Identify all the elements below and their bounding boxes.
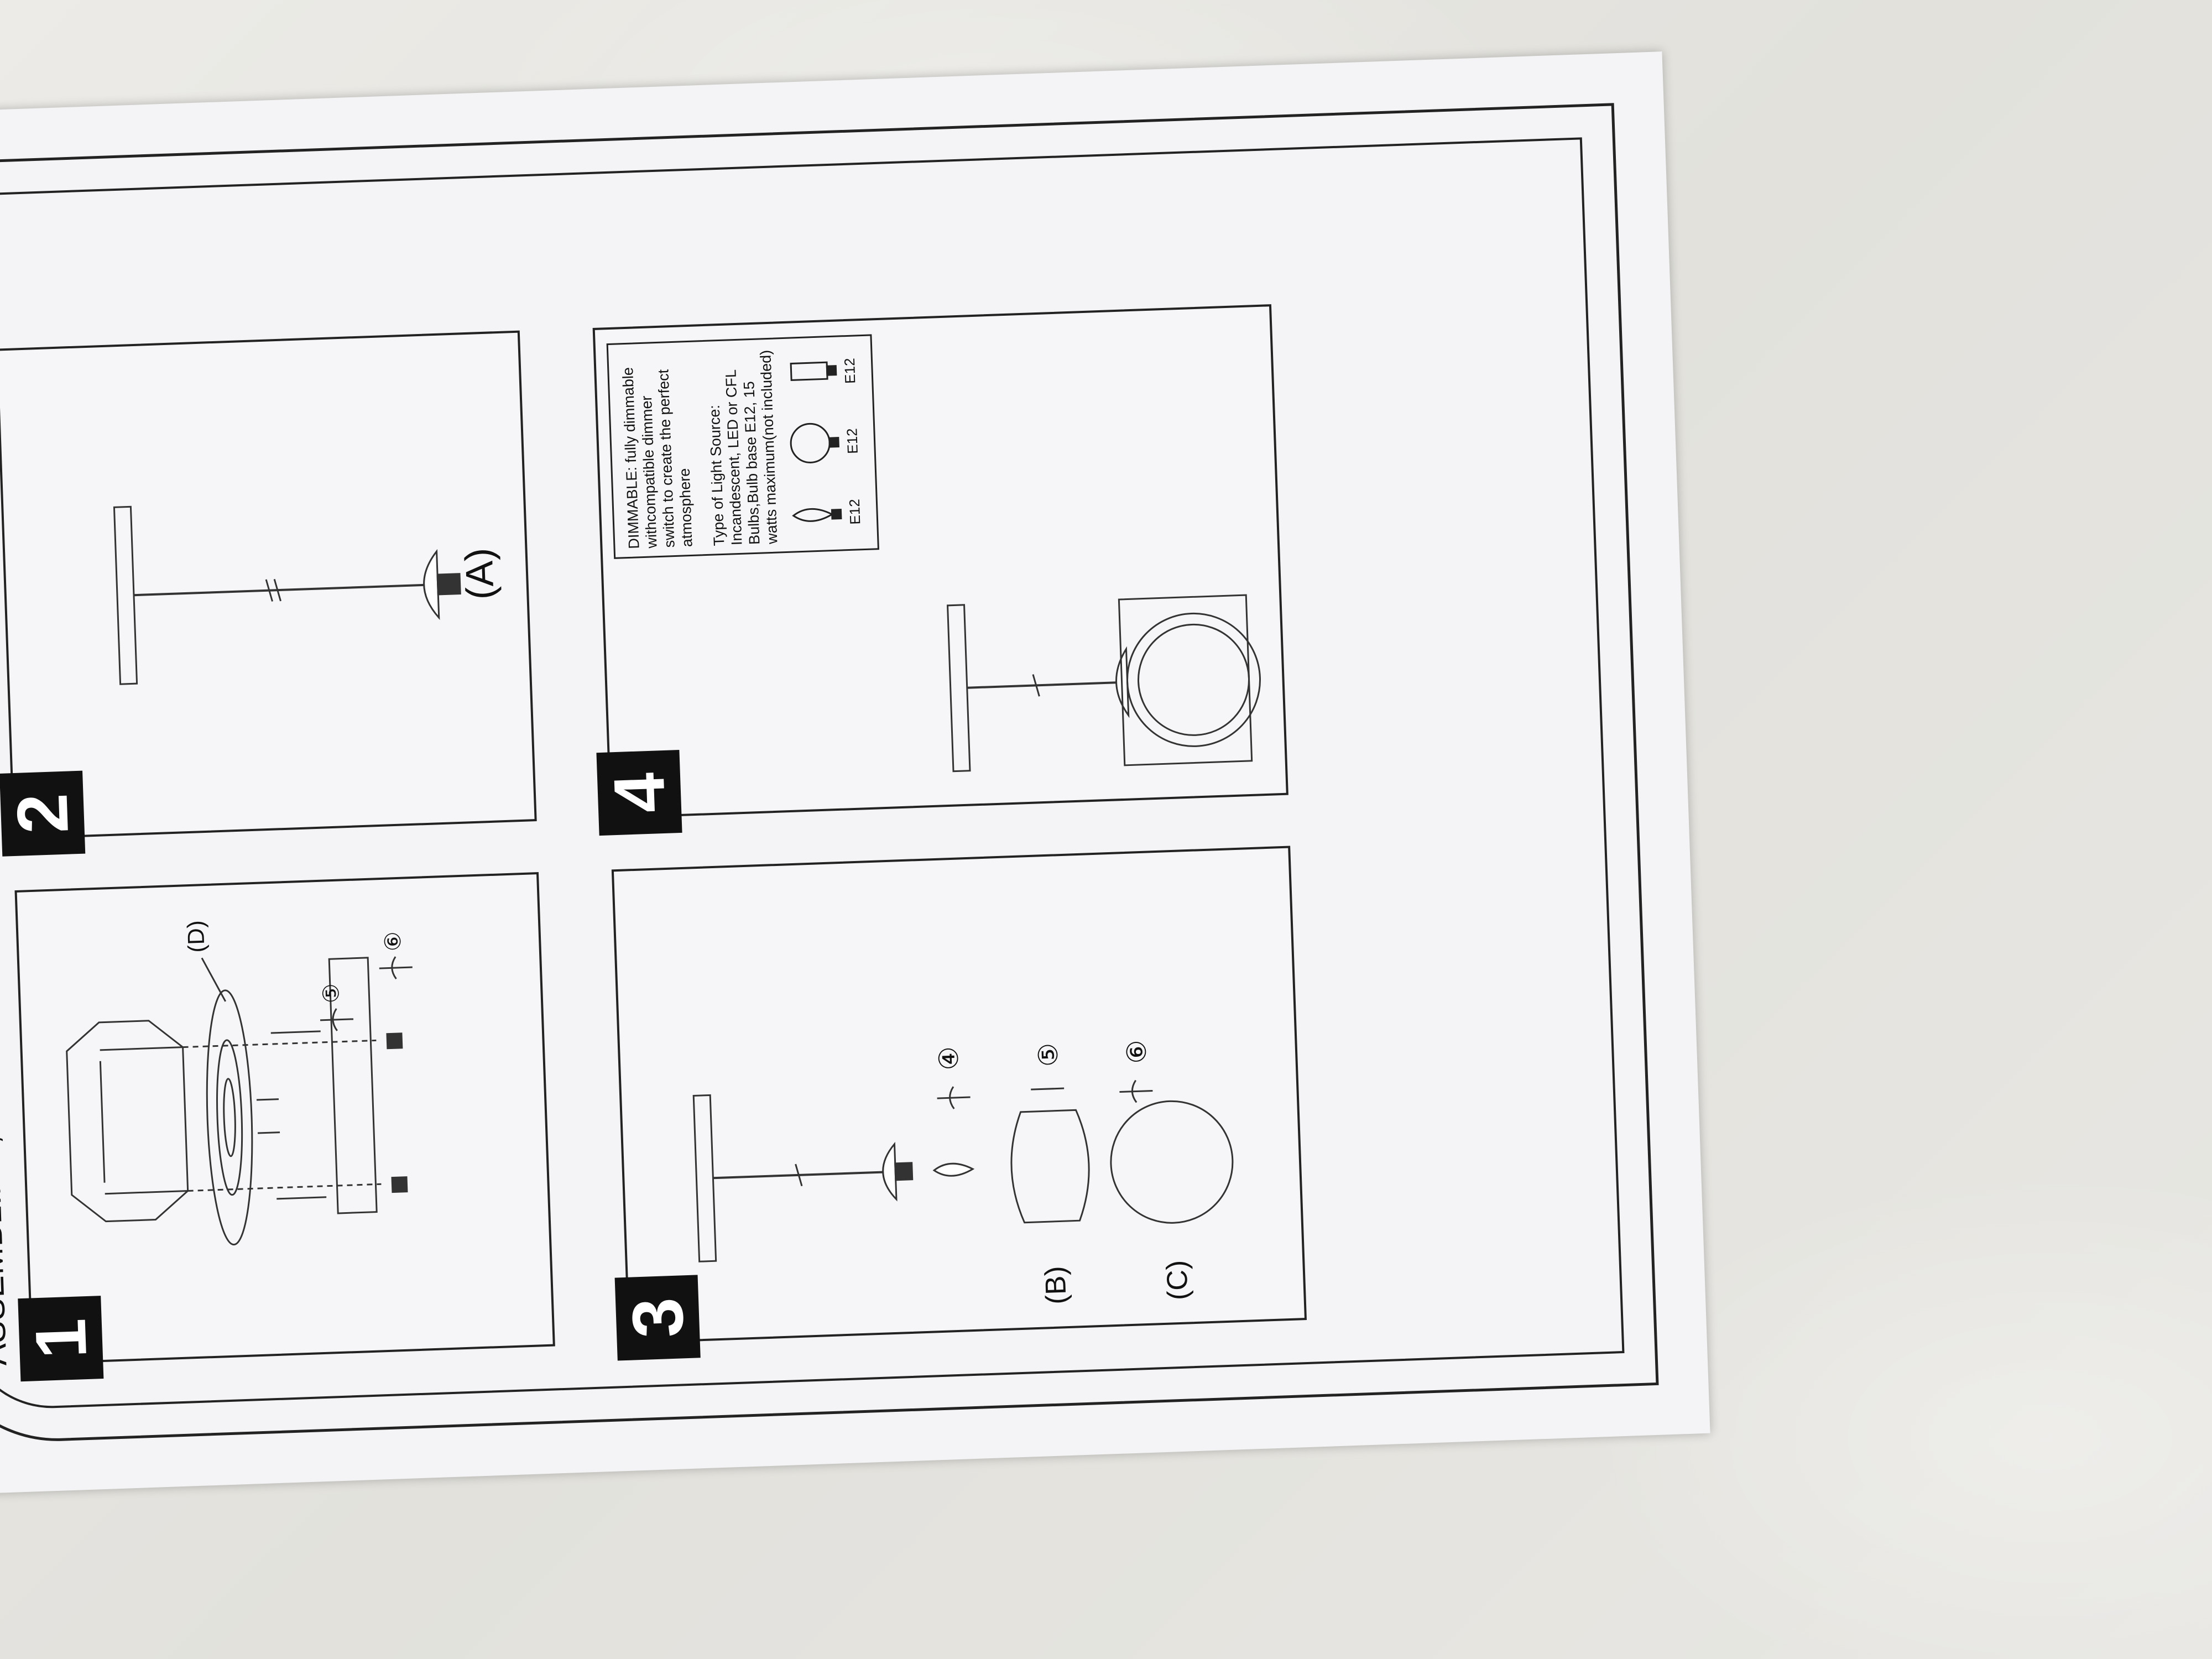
label-4: ④ bbox=[934, 1046, 964, 1071]
label-c: (C) bbox=[1161, 1260, 1194, 1301]
step-4-panel: DIMMABLE: fully dimmable withcompatible … bbox=[592, 304, 1288, 819]
step-3-panel: ④ ⑤ ⑥ (B) (C) bbox=[611, 846, 1307, 1344]
label-5: ⑤ bbox=[1034, 1042, 1063, 1067]
label-6: ⑥ bbox=[1122, 1039, 1152, 1064]
step-3-badge: 3 bbox=[614, 1275, 701, 1361]
bulb-types: E12 E12 E12 bbox=[790, 358, 864, 525]
label-screw-5: ⑤ bbox=[319, 983, 344, 1004]
socket-cup bbox=[423, 549, 440, 620]
canopy-plate bbox=[113, 505, 138, 685]
step-1-panel: (D) ⑤ ⑥ bbox=[14, 872, 555, 1365]
mounting-plate-d bbox=[206, 989, 253, 1246]
dimmable-note: DIMMABLE: fully dimmable withcompatible … bbox=[619, 367, 696, 550]
globe-c bbox=[1110, 1100, 1234, 1224]
step-2-badge: 2 bbox=[0, 770, 86, 857]
candle-bulb bbox=[932, 1162, 975, 1177]
finished-fixture-diagram bbox=[946, 594, 1261, 773]
light-source-note: Type of Light Source: Incandescent, LED … bbox=[706, 349, 781, 546]
tube-bulb-icon bbox=[790, 361, 828, 382]
bulb-label-1: E12 bbox=[846, 499, 864, 525]
shade-b bbox=[1010, 1109, 1090, 1224]
pendant-rod-diagram: (A) bbox=[113, 505, 502, 685]
canopy-plate bbox=[946, 604, 971, 773]
label-a: (A) bbox=[457, 547, 502, 601]
glass-globe bbox=[1126, 612, 1261, 747]
label-b: (B) bbox=[1039, 1265, 1072, 1305]
label-screw-6: ⑥ bbox=[381, 931, 406, 952]
step-2-panel: (A) bbox=[0, 330, 537, 840]
bulb-label-2: E12 bbox=[843, 428, 861, 454]
rod bbox=[133, 583, 427, 597]
globe-bulb-icon bbox=[790, 422, 831, 463]
instruction-sheet: ASSEMBLING,INSTALLATION,AND MOUNTING bbox=[0, 51, 1710, 1497]
canopy-assembly-diagram: (D) ⑤ ⑥ bbox=[66, 920, 413, 1246]
junction-box bbox=[328, 957, 378, 1214]
bulb-shade-diagram: ④ ⑤ ⑥ (B) (C) bbox=[692, 1039, 1234, 1305]
step-4-badge: 4 bbox=[596, 749, 682, 836]
label-d: (D) bbox=[182, 920, 210, 953]
canopy-plate bbox=[692, 1094, 717, 1262]
step-1-badge: 1 bbox=[18, 1296, 104, 1382]
candle-bulb-icon bbox=[792, 508, 834, 522]
bulb-label-3: E12 bbox=[841, 358, 859, 384]
light-source-info: DIMMABLE: fully dimmable withcompatible … bbox=[606, 334, 879, 559]
